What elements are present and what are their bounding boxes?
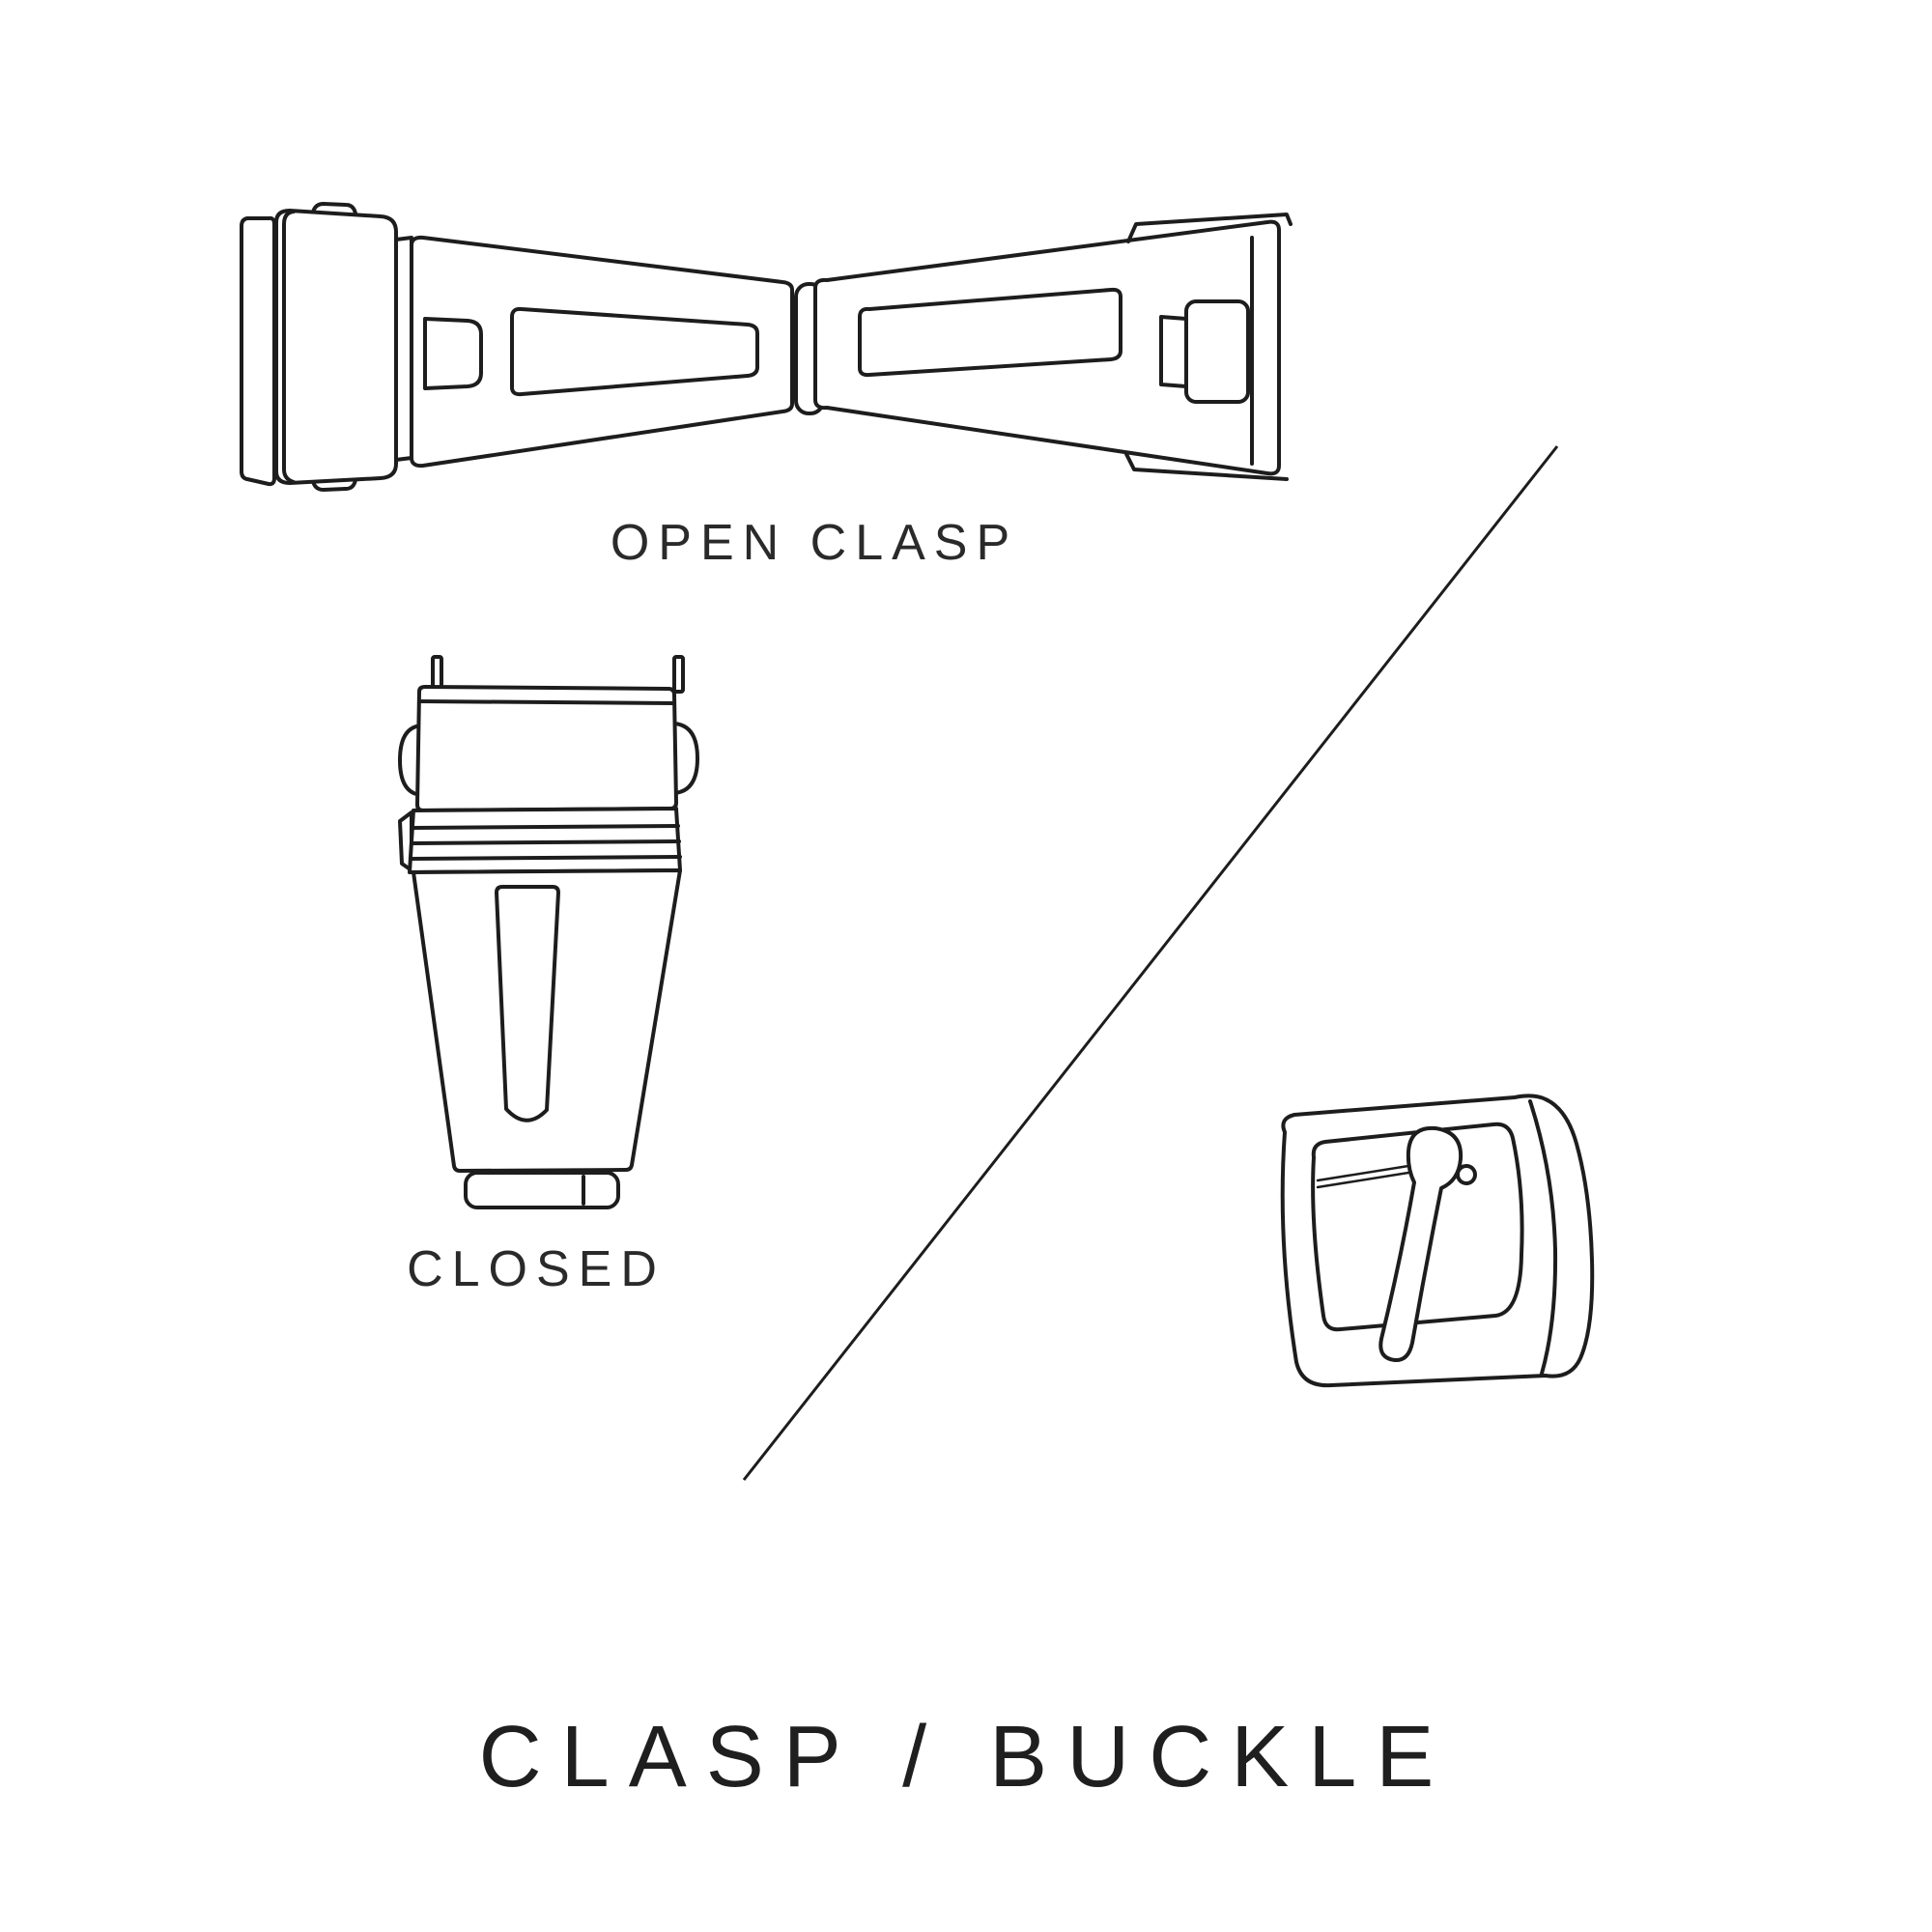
buckle-tang: [1378, 1125, 1463, 1363]
open-clasp-drawing: [240, 202, 1293, 492]
closed-clasp-slot: [495, 885, 560, 1122]
open-clasp-right-panel: [858, 287, 1122, 378]
open-clasp-left-block: [274, 209, 398, 485]
open-clasp-catch: [1184, 299, 1250, 404]
closed-clasp-drawing: [398, 655, 699, 1209]
open-clasp-left-block-roll: [282, 210, 296, 484]
open-clasp-left-strip: [240, 215, 276, 487]
closed-clasp-label: CLOSED: [407, 1241, 666, 1297]
buckle-endbar-contour: [1528, 1099, 1558, 1376]
open-clasp-left-panel: [510, 306, 759, 397]
open-clasp-label: OPEN CLASP: [610, 515, 1019, 571]
open-clasp-right-bottom-step: [1124, 452, 1289, 481]
open-clasp-catch-bracket: [1159, 315, 1188, 388]
closed-clasp-band-line-2: [411, 839, 681, 845]
closed-clasp-band-line-1: [412, 824, 680, 830]
page-title: CLASP / BUCKLE: [478, 1709, 1454, 1805]
open-clasp-right-blade: [813, 219, 1281, 476]
open-clasp-notch: [423, 317, 483, 390]
closed-clasp-right-prong: [672, 655, 685, 694]
buckle-drawing: [1280, 1094, 1595, 1388]
closed-clasp-top-edge-line: [417, 699, 676, 705]
closed-clasp-right-ear: [672, 722, 699, 795]
open-clasp-left-blade: [410, 235, 794, 469]
closed-clasp-band-line-3: [410, 855, 682, 861]
open-clasp-right-top-step: [1126, 213, 1293, 243]
closed-clasp-bottom-bar: [464, 1171, 620, 1209]
